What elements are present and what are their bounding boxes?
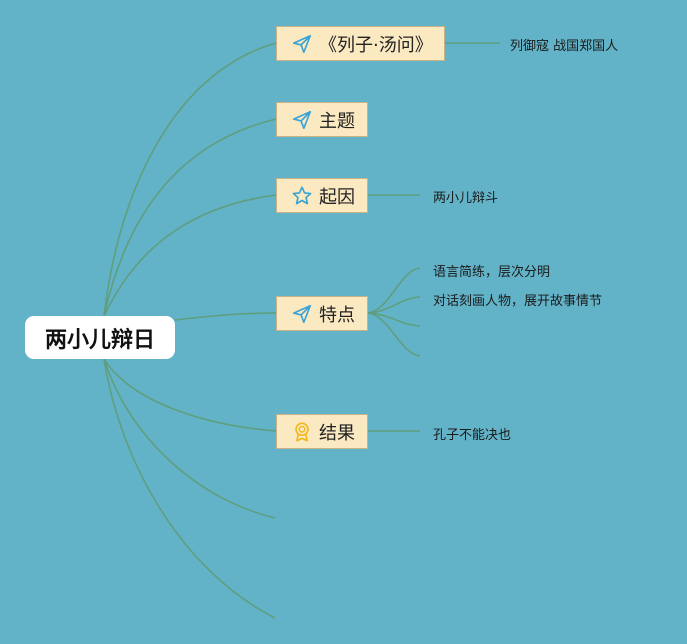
connector-branch-4-leaf-4 <box>367 312 421 357</box>
connector-root-branch-1 <box>103 42 277 317</box>
branch-node-label: 《列子·汤问》 <box>319 34 433 56</box>
branch-node-theme[interactable]: 主题 <box>276 102 368 137</box>
root-node[interactable]: 两小儿辩日 <box>25 316 175 359</box>
connector-branch-4-leaf-3 <box>367 312 421 327</box>
branch-node-cause[interactable]: 起因 <box>276 178 368 213</box>
connector-root-branch-4 <box>174 312 277 321</box>
star-icon <box>291 185 313 207</box>
branch-node-source[interactable]: 《列子·汤问》 <box>276 26 445 61</box>
branch-node-features[interactable]: 特点 <box>276 296 368 331</box>
leaf-feature-2[interactable]: 对话刻画人物，展开故事情节 <box>433 294 603 309</box>
connector-root-branch-2 <box>103 118 277 317</box>
branch-node-label: 特点 <box>319 304 355 326</box>
branch-node-label: 主题 <box>319 110 355 132</box>
leaf-cause[interactable]: 两小儿辩斗 <box>433 191 499 206</box>
connector-branch-4-leaf-1 <box>367 267 421 314</box>
leaf-result[interactable]: 孔子不能决也 <box>433 428 512 443</box>
branch-node-label: 结果 <box>319 422 355 444</box>
paper-plane-icon <box>291 33 313 55</box>
paper-plane-icon <box>291 109 313 131</box>
root-node-label: 两小儿辩日 <box>44 327 155 353</box>
branch-node-label: 起因 <box>319 186 355 208</box>
paper-plane-icon <box>291 303 313 325</box>
branch-node-result[interactable]: 结果 <box>276 414 368 449</box>
leaf-feature-1[interactable]: 语言简练，层次分明 <box>433 265 551 280</box>
connector-root-branch-3 <box>103 194 277 317</box>
award-badge-icon <box>291 421 313 443</box>
connector-root-empty-1 <box>103 358 276 519</box>
connector-root-branch-5 <box>103 358 277 432</box>
connector-root-empty-2 <box>103 358 276 619</box>
leaf-author[interactable]: 列御寇 战国郑国人 <box>510 39 619 54</box>
connector-branch-4-leaf-2 <box>367 296 421 314</box>
